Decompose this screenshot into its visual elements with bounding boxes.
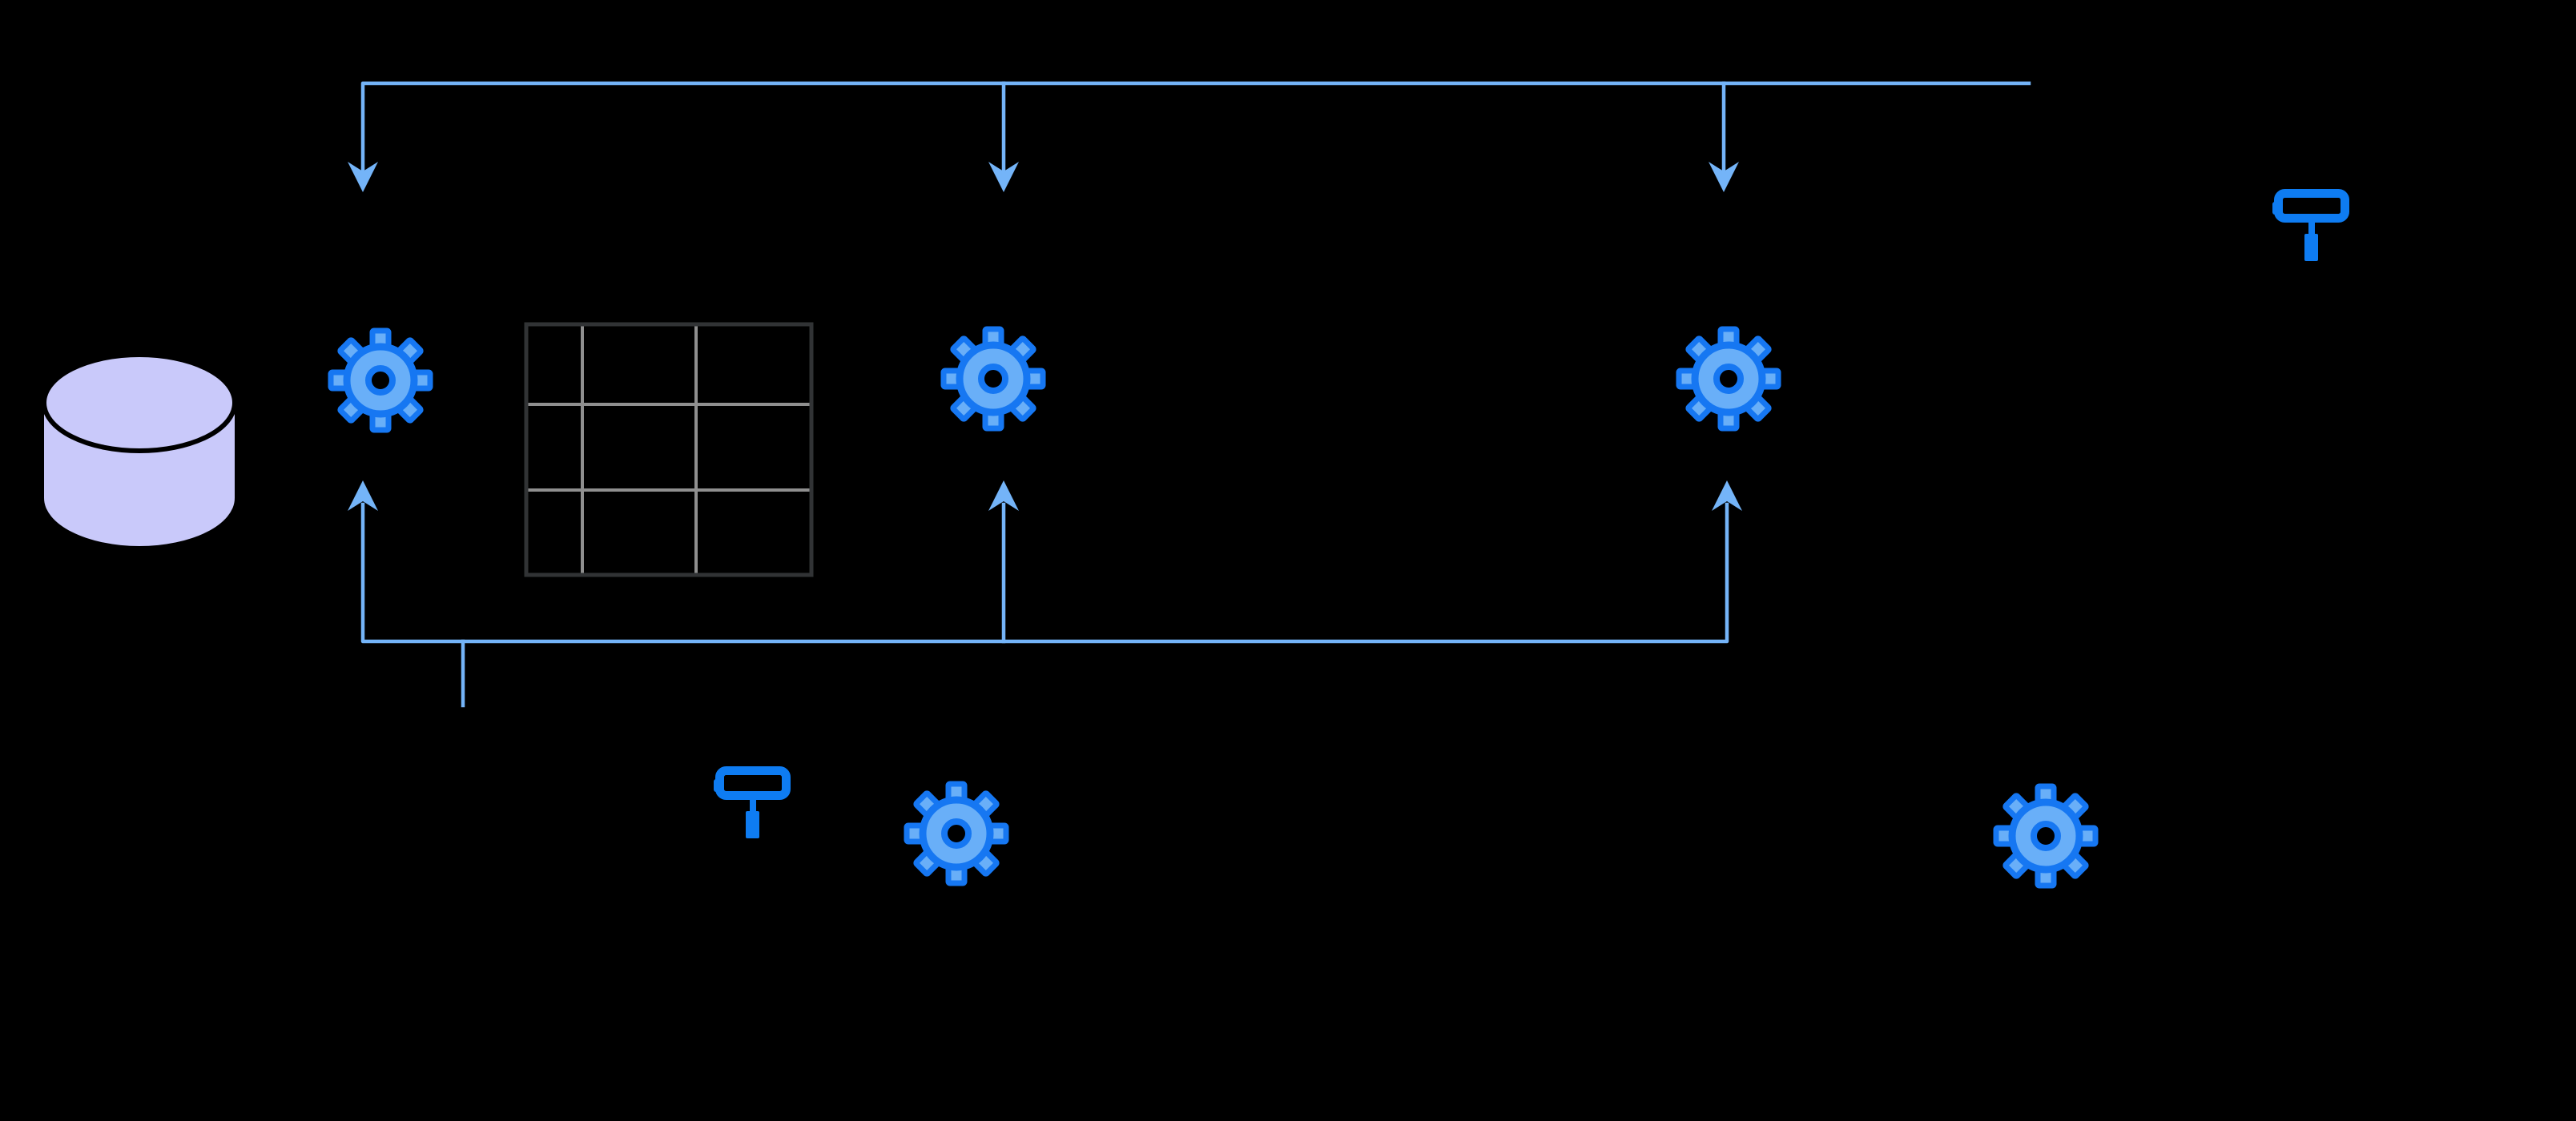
database-icon: [42, 352, 237, 546]
connector-rail: [360, 81, 2031, 175]
bottom-return-connector: [348, 480, 1742, 708]
connector-rail: [360, 502, 1729, 644]
up-arrow-icon: [988, 480, 1019, 511]
gear-icon: [907, 784, 1006, 883]
up-arrow-icon: [348, 480, 378, 511]
gear-icon: [331, 331, 430, 430]
table-grid-icon: [524, 322, 814, 577]
gear-icon: [944, 329, 1043, 428]
gear-icon: [1996, 786, 2095, 886]
gear-icon: [1679, 329, 1778, 428]
down-arrow-icon: [348, 162, 378, 192]
top-distribution-connector: [348, 81, 2031, 192]
down-arrow-icon: [1709, 162, 1739, 192]
down-arrow-icon: [988, 162, 1019, 192]
paint-roller-icon: [2272, 194, 2345, 262]
up-arrow-icon: [1712, 480, 1742, 511]
paint-roller-icon: [714, 771, 787, 839]
